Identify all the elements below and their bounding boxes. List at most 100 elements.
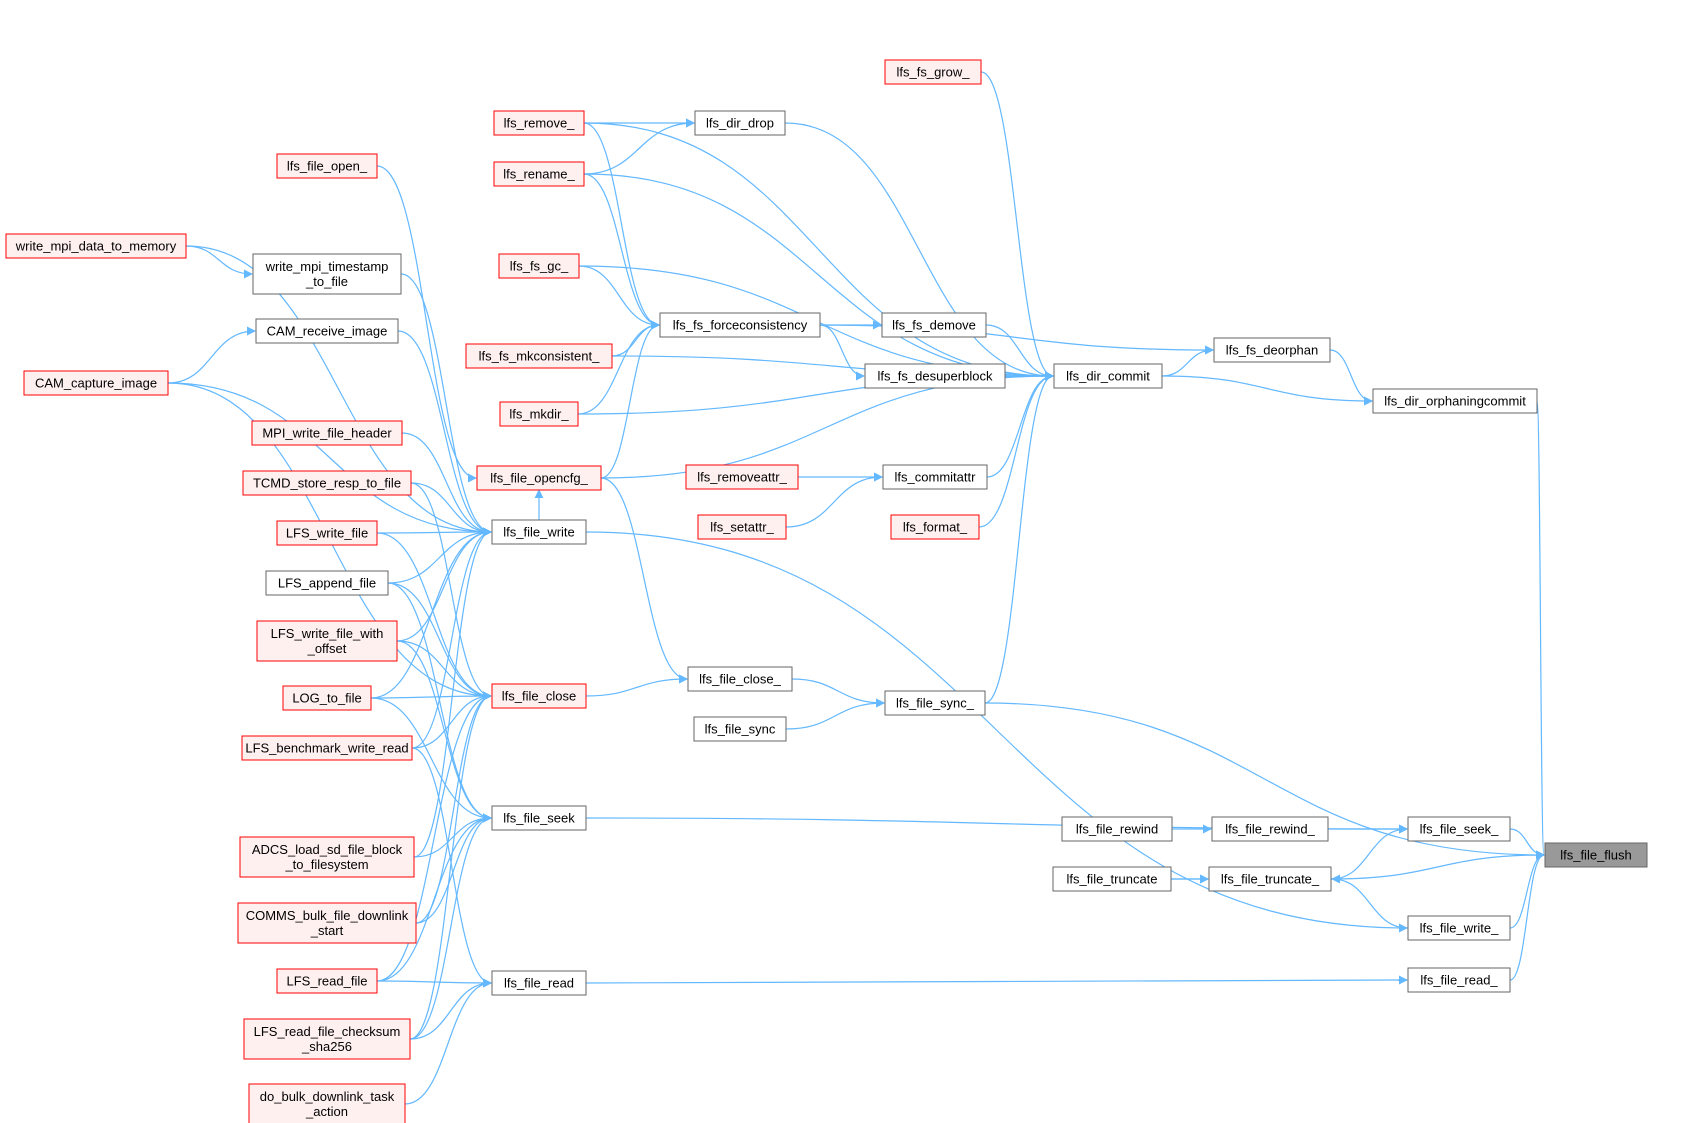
node-box-lfs_file_open_[interactable] bbox=[276, 153, 378, 179]
node-lfs_dir_drop[interactable]: lfs_dir_drop bbox=[694, 110, 786, 136]
node-box-lfs_removeattr_[interactable] bbox=[685, 464, 799, 490]
node-lfs_remove_[interactable]: lfs_remove_ bbox=[493, 110, 585, 136]
node-box-lfs_file_sync_[interactable] bbox=[884, 690, 986, 716]
node-lfs_fs_deorphan[interactable]: lfs_fs_deorphan bbox=[1213, 337, 1331, 363]
node-write_mpi_timestamp_to_file[interactable]: write_mpi_timestamp_to_file bbox=[252, 253, 402, 295]
node-lfs_dir_orphaningcommit[interactable]: lfs_dir_orphaningcommit bbox=[1372, 388, 1538, 414]
node-lfs_fs_desuperblock[interactable]: lfs_fs_desuperblock bbox=[864, 363, 1006, 389]
node-box-LFS_append_file[interactable] bbox=[265, 570, 389, 596]
node-LFS_write_file_with_offset[interactable]: LFS_write_file_with_offset bbox=[256, 620, 398, 662]
node-box-lfs_file_rewind[interactable] bbox=[1061, 816, 1173, 842]
node-lfs_mkdir_[interactable]: lfs_mkdir_ bbox=[499, 401, 579, 427]
node-lfs_fs_gc_[interactable]: lfs_fs_gc_ bbox=[498, 253, 580, 279]
node-box-lfs_dir_drop[interactable] bbox=[694, 110, 786, 136]
node-box-lfs_file_close[interactable] bbox=[491, 683, 587, 709]
node-LFS_benchmark_write_read[interactable]: LFS_benchmark_write_read bbox=[241, 735, 413, 761]
node-box-lfs_file_write_[interactable] bbox=[1407, 915, 1511, 941]
node-lfs_fs_forceconsistency[interactable]: lfs_fs_forceconsistency bbox=[659, 312, 821, 338]
node-box-lfs_fs_forceconsistency[interactable] bbox=[659, 312, 821, 338]
node-box-CAM_capture_image[interactable] bbox=[23, 370, 169, 396]
node-box-lfs_commitattr[interactable] bbox=[882, 464, 988, 490]
node-lfs_file_rewind_[interactable]: lfs_file_rewind_ bbox=[1211, 816, 1329, 842]
node-CAM_capture_image[interactable]: CAM_capture_image bbox=[23, 370, 169, 396]
node-box-CAM_receive_image[interactable] bbox=[255, 318, 399, 344]
node-box-write_mpi_data_to_memory[interactable] bbox=[5, 233, 187, 259]
node-box-lfs_fs_gc_[interactable] bbox=[498, 253, 580, 279]
node-box-lfs_file_write[interactable] bbox=[491, 519, 587, 545]
node-box-LFS_read_file[interactable] bbox=[276, 968, 378, 994]
node-lfs_removeattr_[interactable]: lfs_removeattr_ bbox=[685, 464, 799, 490]
node-write_mpi_data_to_memory[interactable]: write_mpi_data_to_memory bbox=[5, 233, 187, 259]
node-box-lfs_file_opencfg_[interactable] bbox=[476, 465, 602, 491]
node-LFS_read_file_checksum_sha256[interactable]: LFS_read_file_checksum_sha256 bbox=[243, 1018, 411, 1060]
node-box-lfs_file_seek[interactable] bbox=[491, 805, 587, 831]
node-box-LFS_read_file_checksum_sha256[interactable] bbox=[243, 1018, 411, 1060]
node-lfs_file_seek_[interactable]: lfs_file_seek_ bbox=[1407, 816, 1511, 842]
node-lfs_commitattr[interactable]: lfs_commitattr bbox=[882, 464, 988, 490]
node-lfs_file_rewind[interactable]: lfs_file_rewind bbox=[1061, 816, 1173, 842]
node-box-MPI_write_file_header[interactable] bbox=[251, 420, 403, 446]
node-lfs_file_close[interactable]: lfs_file_close bbox=[491, 683, 587, 709]
node-box-write_mpi_timestamp_to_file[interactable] bbox=[252, 253, 402, 295]
node-box-lfs_file_truncate_[interactable] bbox=[1208, 866, 1332, 892]
node-lfs_fs_demove[interactable]: lfs_fs_demove bbox=[881, 312, 987, 338]
node-box-lfs_file_flush[interactable] bbox=[1544, 842, 1648, 868]
node-lfs_file_close_[interactable]: lfs_file_close_ bbox=[687, 666, 793, 692]
node-lfs_setattr_[interactable]: lfs_setattr_ bbox=[697, 514, 787, 540]
node-ADCS_load_sd_file_block_to_filesystem[interactable]: ADCS_load_sd_file_block_to_filesystem bbox=[239, 836, 415, 878]
node-box-lfs_fs_deorphan[interactable] bbox=[1213, 337, 1331, 363]
node-lfs_file_open_[interactable]: lfs_file_open_ bbox=[276, 153, 378, 179]
node-LFS_read_file[interactable]: LFS_read_file bbox=[276, 968, 378, 994]
node-lfs_format_[interactable]: lfs_format_ bbox=[890, 514, 980, 540]
node-LOG_to_file[interactable]: LOG_to_file bbox=[282, 685, 372, 711]
node-box-lfs_fs_grow_[interactable] bbox=[884, 59, 982, 85]
node-box-lfs_dir_commit[interactable] bbox=[1053, 363, 1163, 389]
node-box-TCMD_store_resp_to_file[interactable] bbox=[242, 470, 412, 496]
node-box-lfs_file_read[interactable] bbox=[491, 970, 587, 996]
node-lfs_file_opencfg_[interactable]: lfs_file_opencfg_ bbox=[476, 465, 602, 491]
node-box-lfs_fs_desuperblock[interactable] bbox=[864, 363, 1006, 389]
node-do_bulk_downlink_task_action[interactable]: do_bulk_downlink_task_action bbox=[248, 1083, 406, 1123]
node-lfs_file_flush[interactable]: lfs_file_flush bbox=[1544, 842, 1648, 868]
node-COMMS_bulk_file_downlink_start[interactable]: COMMS_bulk_file_downlink_start bbox=[237, 902, 417, 944]
node-box-lfs_rename_[interactable] bbox=[493, 161, 585, 187]
node-box-lfs_file_read_[interactable] bbox=[1407, 967, 1511, 993]
node-lfs_file_truncate[interactable]: lfs_file_truncate bbox=[1052, 866, 1172, 892]
node-box-LFS_write_file_with_offset[interactable] bbox=[256, 620, 398, 662]
node-box-lfs_format_[interactable] bbox=[890, 514, 980, 540]
node-LFS_append_file[interactable]: LFS_append_file bbox=[265, 570, 389, 596]
node-box-lfs_fs_mkconsistent_[interactable] bbox=[465, 343, 613, 369]
node-box-lfs_mkdir_[interactable] bbox=[499, 401, 579, 427]
node-box-lfs_setattr_[interactable] bbox=[697, 514, 787, 540]
node-lfs_dir_commit[interactable]: lfs_dir_commit bbox=[1053, 363, 1163, 389]
node-lfs_rename_[interactable]: lfs_rename_ bbox=[493, 161, 585, 187]
node-box-lfs_file_sync[interactable] bbox=[693, 716, 787, 742]
node-lfs_file_sync[interactable]: lfs_file_sync bbox=[693, 716, 787, 742]
node-box-LFS_benchmark_write_read[interactable] bbox=[241, 735, 413, 761]
node-lfs_file_read_[interactable]: lfs_file_read_ bbox=[1407, 967, 1511, 993]
node-lfs_file_sync_[interactable]: lfs_file_sync_ bbox=[884, 690, 986, 716]
node-lfs_file_read[interactable]: lfs_file_read bbox=[491, 970, 587, 996]
node-lfs_file_write_[interactable]: lfs_file_write_ bbox=[1407, 915, 1511, 941]
node-box-LOG_to_file[interactable] bbox=[282, 685, 372, 711]
node-box-do_bulk_downlink_task_action[interactable] bbox=[248, 1083, 406, 1123]
node-lfs_fs_mkconsistent_[interactable]: lfs_fs_mkconsistent_ bbox=[465, 343, 613, 369]
node-lfs_fs_grow_[interactable]: lfs_fs_grow_ bbox=[884, 59, 982, 85]
node-box-lfs_file_close_[interactable] bbox=[687, 666, 793, 692]
node-box-lfs_remove_[interactable] bbox=[493, 110, 585, 136]
node-box-lfs_dir_orphaningcommit[interactable] bbox=[1372, 388, 1538, 414]
node-box-lfs_file_seek_[interactable] bbox=[1407, 816, 1511, 842]
node-LFS_write_file[interactable]: LFS_write_file bbox=[276, 520, 378, 546]
node-TCMD_store_resp_to_file[interactable]: TCMD_store_resp_to_file bbox=[242, 470, 412, 496]
node-lfs_file_truncate_[interactable]: lfs_file_truncate_ bbox=[1208, 866, 1332, 892]
node-MPI_write_file_header[interactable]: MPI_write_file_header bbox=[251, 420, 403, 446]
node-CAM_receive_image[interactable]: CAM_receive_image bbox=[255, 318, 399, 344]
node-box-lfs_fs_demove[interactable] bbox=[881, 312, 987, 338]
node-box-lfs_file_rewind_[interactable] bbox=[1211, 816, 1329, 842]
node-box-ADCS_load_sd_file_block_to_filesystem[interactable] bbox=[239, 836, 415, 878]
node-lfs_file_write[interactable]: lfs_file_write bbox=[491, 519, 587, 545]
node-box-lfs_file_truncate[interactable] bbox=[1052, 866, 1172, 892]
node-lfs_file_seek[interactable]: lfs_file_seek bbox=[491, 805, 587, 831]
node-box-LFS_write_file[interactable] bbox=[276, 520, 378, 546]
node-box-COMMS_bulk_file_downlink_start[interactable] bbox=[237, 902, 417, 944]
